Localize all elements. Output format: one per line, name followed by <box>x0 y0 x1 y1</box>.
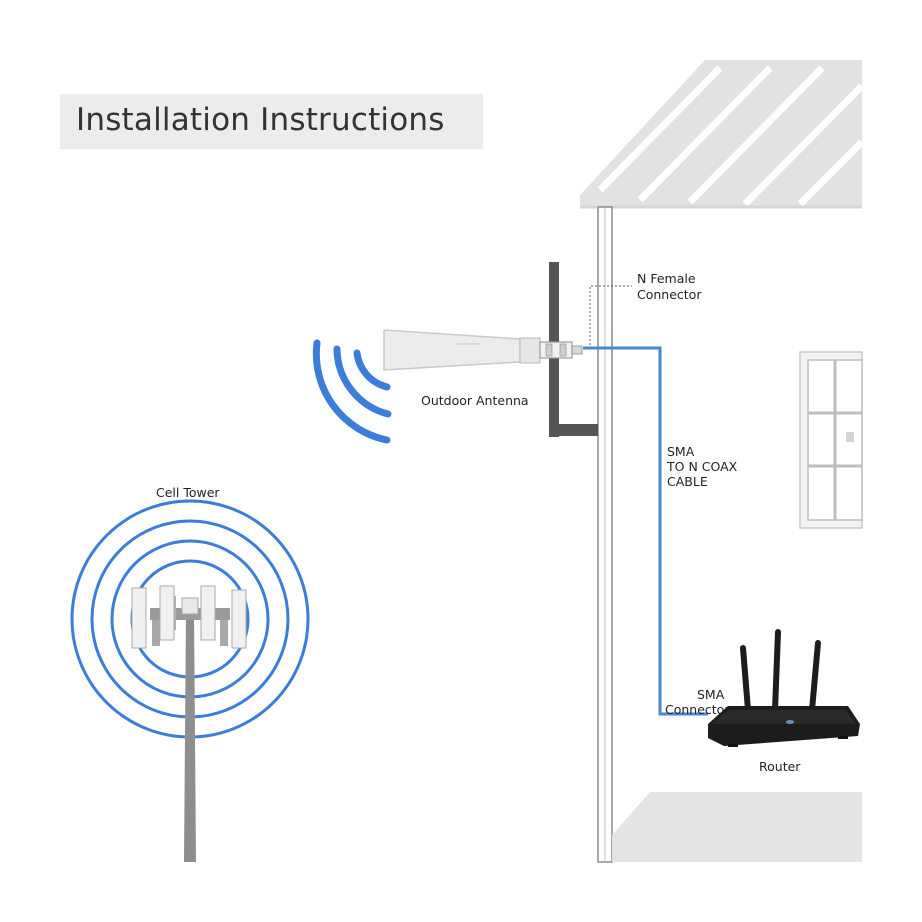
label-cable-to-n-coax: TO N COAX <box>667 459 738 474</box>
floor-slab <box>612 792 862 862</box>
label-cable: CABLE <box>667 474 708 489</box>
house-wall <box>597 206 613 863</box>
label-sma: SMA <box>697 687 725 702</box>
label-cell-tower: Cell Tower <box>156 485 220 500</box>
label-n-female-connector: Connector <box>637 287 702 302</box>
label-outdoor-antenna: Outdoor Antenna <box>421 393 529 408</box>
cell-tower <box>131 585 247 862</box>
label-router: Router <box>759 759 801 774</box>
antenna-signal-waves <box>312 339 392 444</box>
page-title: Installation Instructions <box>76 102 445 138</box>
label-n-female: N Female <box>637 271 696 286</box>
title-banner <box>60 94 483 149</box>
label-sma-connector: Connector <box>665 702 730 717</box>
outdoor-antenna <box>383 329 583 371</box>
house-window <box>799 351 863 529</box>
router <box>708 629 860 747</box>
house-roof <box>580 60 865 209</box>
coax-cable <box>583 346 708 716</box>
label-cable-sma: SMA <box>667 444 695 459</box>
